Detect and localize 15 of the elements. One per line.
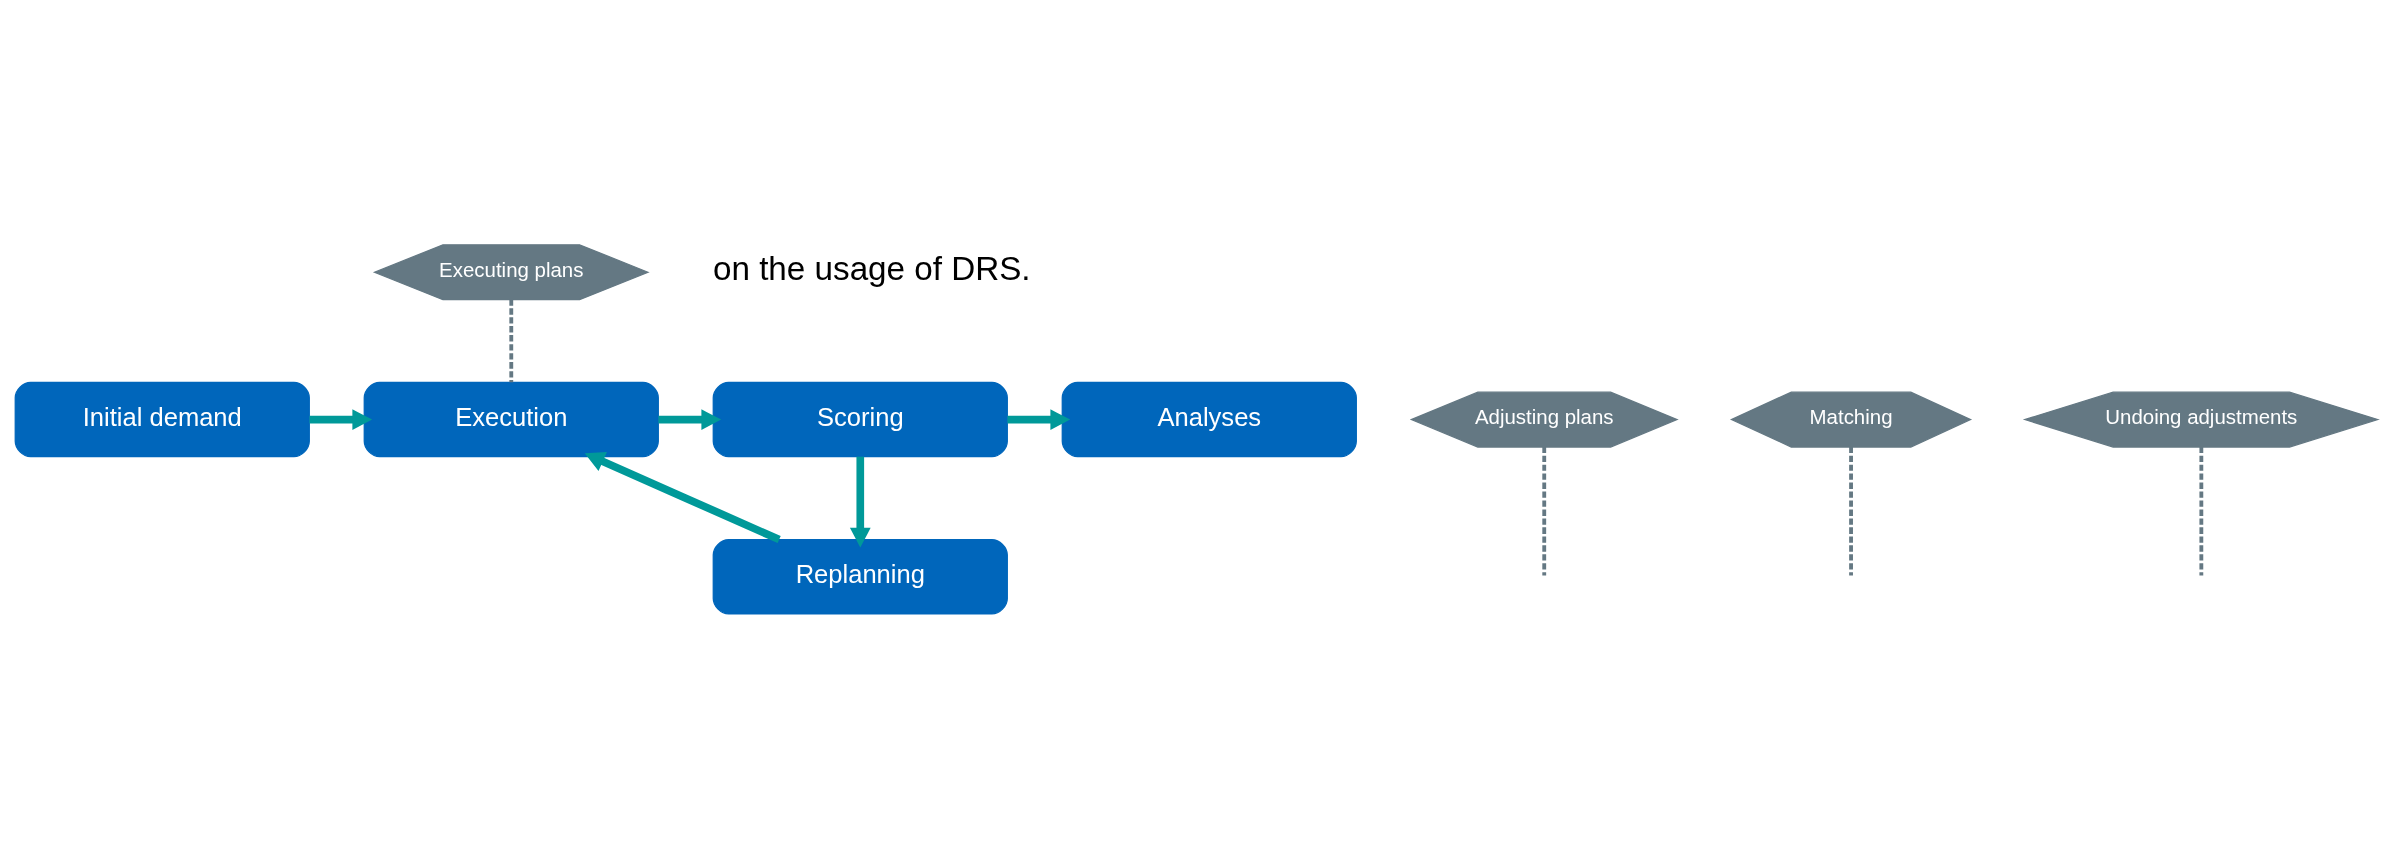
connector [2199,446,2204,576]
node-box: Initial demand [14,381,310,458]
arrow [658,409,722,430]
connector [1542,446,1547,576]
arrow [309,409,373,430]
label: on the usage of DRS. [712,250,1031,288]
arrow [849,456,871,548]
arrow [584,451,781,544]
node-box: Replanning [712,539,1008,615]
connector [1849,446,1853,576]
node-box: Execution [363,381,659,458]
arrow [1007,409,1071,430]
connector [509,299,514,383]
node-box: Scoring [712,381,1008,458]
node-box: Analyses [1061,381,1357,458]
